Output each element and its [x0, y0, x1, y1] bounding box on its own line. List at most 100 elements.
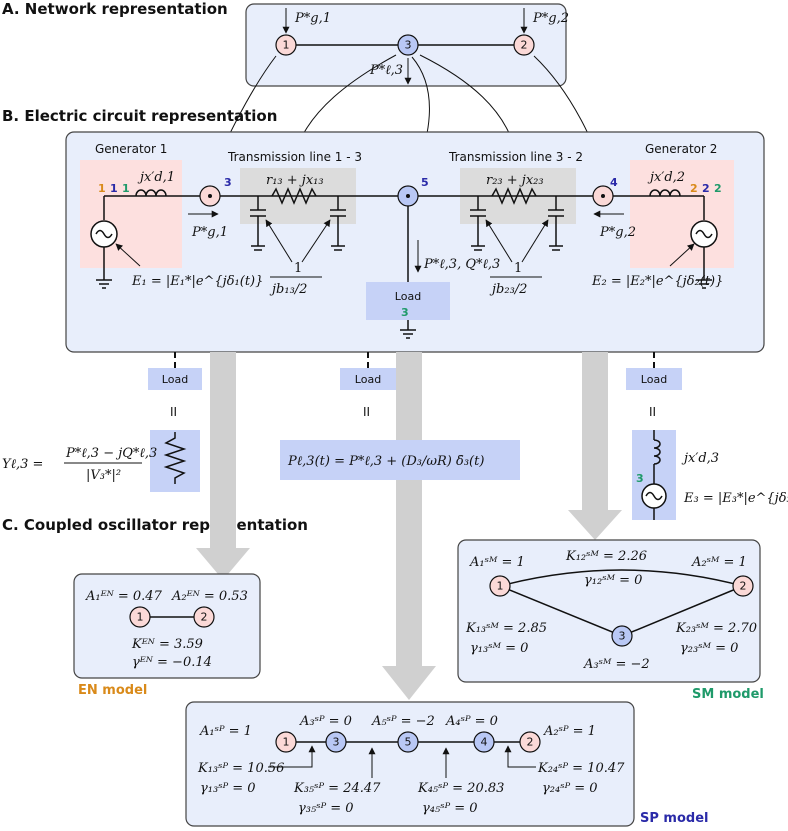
sp-load-label: Load [355, 373, 381, 386]
sp-k24: K₂₄ˢᴾ = 10.47 [537, 761, 625, 776]
tl13-impedance: r₁₃ + jx₁₃ [266, 173, 324, 188]
tl13-b-arrow2 [301, 219, 331, 263]
sm-node-1-label: 1 [497, 580, 504, 593]
sp-node-4-label: 4 [481, 736, 488, 749]
bus-node-4-label: 4 [610, 176, 618, 189]
tl13-resistor-icon [271, 187, 317, 205]
sp-node-2 [519, 731, 541, 753]
network-pg1-label: P*g,1 [294, 11, 331, 26]
sm-edge-13 [499, 585, 623, 637]
gray-arrow-en [196, 352, 250, 580]
tl32-impedance: r₂₃ + jx₂₃ [486, 173, 544, 188]
gen2-num-orange: 2 [690, 182, 698, 195]
sp-a1: A₁ˢᴾ = 1 [199, 724, 252, 739]
sm-load-box [626, 368, 682, 390]
network-node-2-label: 2 [521, 39, 528, 52]
sm-node-2-label: 2 [740, 580, 747, 593]
load-box [366, 282, 450, 320]
sp-k45: K₄₅ˢᴾ = 20.83 [417, 781, 504, 796]
network-node-3-label: 3 [405, 39, 412, 52]
tl32-resistor-icon [491, 187, 537, 205]
gray-arrow-sp [382, 352, 436, 700]
gen1-sine-icon [95, 229, 113, 239]
sm-source-num: 3 [636, 472, 644, 485]
gen1-num-green: 1 [122, 182, 130, 195]
en-load-box [148, 368, 202, 390]
en-a2: A₂ᴱᴺ = 0.53 [171, 589, 248, 604]
network-node-2 [513, 34, 535, 56]
sm-k23: K₂₃ˢᴹ = 2.70 [675, 621, 757, 636]
sm-node-3-label: 3 [619, 630, 626, 643]
sp-a2: A₂ˢᴾ = 1 [543, 724, 596, 739]
generator1-title: Generator 1 [95, 142, 167, 156]
en-model-name: EN model [78, 683, 147, 698]
network-pl3-label: P*ℓ,3 [369, 63, 403, 78]
sp-k13: K₁₃ˢᴾ = 10.56 [197, 761, 284, 776]
network-node-1 [275, 34, 297, 56]
sp-node-1-label: 1 [283, 736, 290, 749]
en-node-2 [193, 606, 215, 628]
gen1-reactance: jx′d,1 [137, 170, 175, 185]
bus-node-5-label: 5 [421, 176, 429, 189]
load-box-num: 3 [401, 306, 409, 319]
sm-node-2 [732, 575, 754, 597]
sp-node-2-label: 2 [527, 736, 534, 749]
network-pg2-label: P*g,2 [532, 11, 569, 26]
bus-node-5-dot [406, 194, 410, 198]
sm-edge-12 [499, 569, 744, 587]
network-node-3 [397, 34, 419, 56]
bus-node-3-dot [208, 194, 212, 198]
sm-g12: γ₁₂ˢᴹ = 0 [584, 573, 642, 588]
sp-eq-box [280, 440, 520, 480]
gen2-num-green: 2 [714, 182, 722, 195]
pg1-label: P*g,1 [191, 225, 228, 240]
tl32-title: Transmission line 3 - 2 [448, 150, 583, 164]
sp-g35: γ₃₅ˢᴾ = 0 [298, 801, 354, 816]
gray-arrow-sm [568, 352, 622, 540]
sp-model-name: SP model [640, 811, 708, 826]
sp-load-box [340, 368, 396, 390]
en-eq-den: |V₃*|² [86, 468, 121, 483]
tl32-b-arrow1 [485, 219, 513, 263]
tl13-b-arrow1 [265, 219, 293, 263]
gen2-sine-icon [695, 229, 713, 239]
sm-a3: A₃ˢᴹ = −2 [583, 657, 650, 672]
sm-node-1 [489, 575, 511, 597]
sm-k12: K₁₂ˢᴹ = 2.26 [565, 549, 647, 564]
tl32-b-arrow2 [521, 219, 549, 263]
sm-reactance: jx′d,3 [681, 451, 719, 466]
sm-g23: γ₂₃ˢᴹ = 0 [680, 641, 738, 656]
sm-model-name: SM model [692, 687, 764, 702]
heading-circuit: B. Electric circuit representation [2, 107, 277, 125]
generator2-title: Generator 2 [645, 142, 717, 156]
gen2-num-blue: 2 [702, 182, 710, 195]
en-equals: II [170, 405, 177, 419]
en-k: Kᴱᴺ = 3.59 [131, 637, 203, 652]
sp-node-5-label: 5 [405, 736, 412, 749]
sp-k13-arrow [268, 745, 316, 768]
tl32-b-den: jb₂₃/2 [489, 282, 527, 297]
sm-load-label: Load [641, 373, 667, 386]
sm-a1: A₁ˢᴹ = 1 [469, 555, 525, 570]
sp-k24-arrow [504, 745, 536, 768]
generator1-box [80, 160, 182, 268]
sm-k13: K₁₃ˢᴹ = 2.85 [465, 621, 547, 636]
tl13-title: Transmission line 1 - 3 [227, 150, 362, 164]
sp-g45: γ₄₅ˢᴾ = 0 [422, 801, 478, 816]
en-resistor-icon [163, 432, 187, 484]
sp-g13: γ₁₃ˢᴾ = 0 [200, 781, 256, 796]
sp-eq: Pℓ,3(t) = P*ℓ,3 + (D₃/ωR) δ̇₃(t) [287, 454, 484, 469]
sm-edge-23 [621, 585, 744, 637]
gen2-inductor-icon [649, 189, 681, 197]
sp-a5: A₅ˢᴾ = −2 [371, 714, 435, 729]
sp-equals: II [363, 405, 370, 419]
gen2-reactance: jx′d,2 [647, 170, 685, 185]
gen1-num-blue: 1 [110, 182, 118, 195]
gen2-emf: E₂ = |E₂*|e^{jδ₂(t)} [591, 274, 723, 289]
heading-oscillator: C. Coupled oscillator representation [2, 516, 308, 534]
sp-node-1 [275, 731, 297, 753]
network-node-1-label: 1 [283, 39, 290, 52]
pq3-label: P*ℓ,3, Q*ℓ,3 [423, 257, 500, 272]
en-eq-lhs: Yℓ,3 = [2, 457, 43, 472]
